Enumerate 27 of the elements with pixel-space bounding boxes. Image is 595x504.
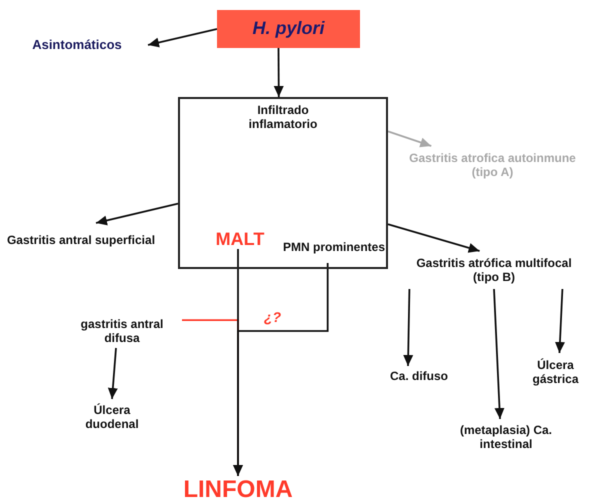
arrow xyxy=(388,130,432,148)
outcome-label: Úlcera gástrica xyxy=(531,358,580,386)
node-text: H. pylori xyxy=(252,18,324,40)
outcome-label: Asintomáticos xyxy=(32,37,122,53)
arrow xyxy=(148,28,218,48)
edge-label: ¿? xyxy=(264,309,282,325)
arrow xyxy=(96,202,178,226)
arrow xyxy=(274,48,284,97)
arrow xyxy=(554,288,565,354)
outcome-label: PMN prominentes xyxy=(282,240,385,254)
outcome-label: gastritis antral difusa xyxy=(80,316,164,346)
outcome-label: LINFOMA xyxy=(183,476,293,504)
outcome-label: Gastritis antral superficial xyxy=(6,232,156,248)
outcome-label: Ca. difuso xyxy=(390,368,448,384)
arrow xyxy=(388,223,480,253)
arrow xyxy=(403,288,414,366)
outcome-label: Gastritis atrófica multifocal (tipo B) xyxy=(415,256,573,284)
process-box xyxy=(178,97,388,269)
arrow xyxy=(493,288,504,420)
outcome-label: Úlcera duodenal xyxy=(84,402,140,432)
arrow xyxy=(233,263,329,476)
outcome-label: Gastritis atrofica autoinmune (tipo A) xyxy=(408,150,577,180)
node-text: Infiltrado inflamatorio xyxy=(248,102,318,132)
process-box xyxy=(217,10,360,48)
outcome-label: MALT xyxy=(216,229,264,251)
outcome-label: (metaplasia) Ca. intestinal xyxy=(458,422,554,452)
arrow xyxy=(108,348,118,400)
